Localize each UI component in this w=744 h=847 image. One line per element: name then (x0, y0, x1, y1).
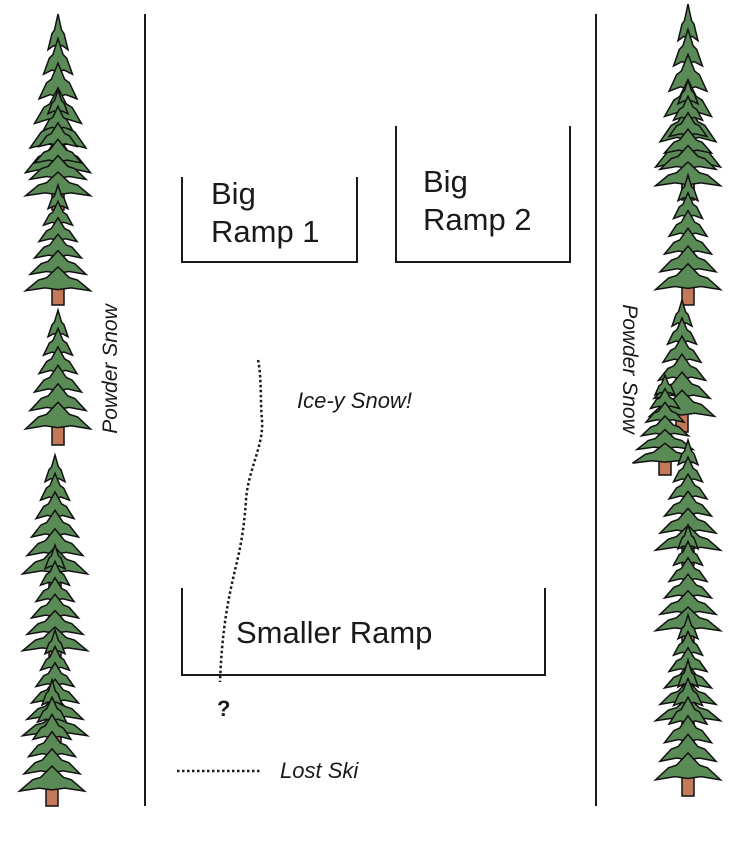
pine-tree-icon (26, 185, 91, 305)
powder-snow-left-label: Powder Snow (98, 304, 124, 434)
lost-ski-label: Lost Ski (280, 758, 358, 784)
big-ramp-2-label: Big Ramp 2 (423, 163, 532, 239)
smaller-ramp-label: Smaller Ramp (236, 614, 432, 652)
question-mark: ? (217, 696, 230, 722)
pine-tree-icon (656, 175, 721, 305)
ice-snow-label: Ice-y Snow! (297, 388, 412, 414)
pine-tree-icon (656, 660, 721, 796)
left-tree-line (20, 14, 91, 806)
big-ramp-1-label: Big Ramp 1 (211, 175, 320, 251)
right-tree-line (633, 4, 721, 796)
powder-snow-right-label: Powder Snow (616, 304, 642, 434)
pine-tree-icon (26, 310, 91, 445)
